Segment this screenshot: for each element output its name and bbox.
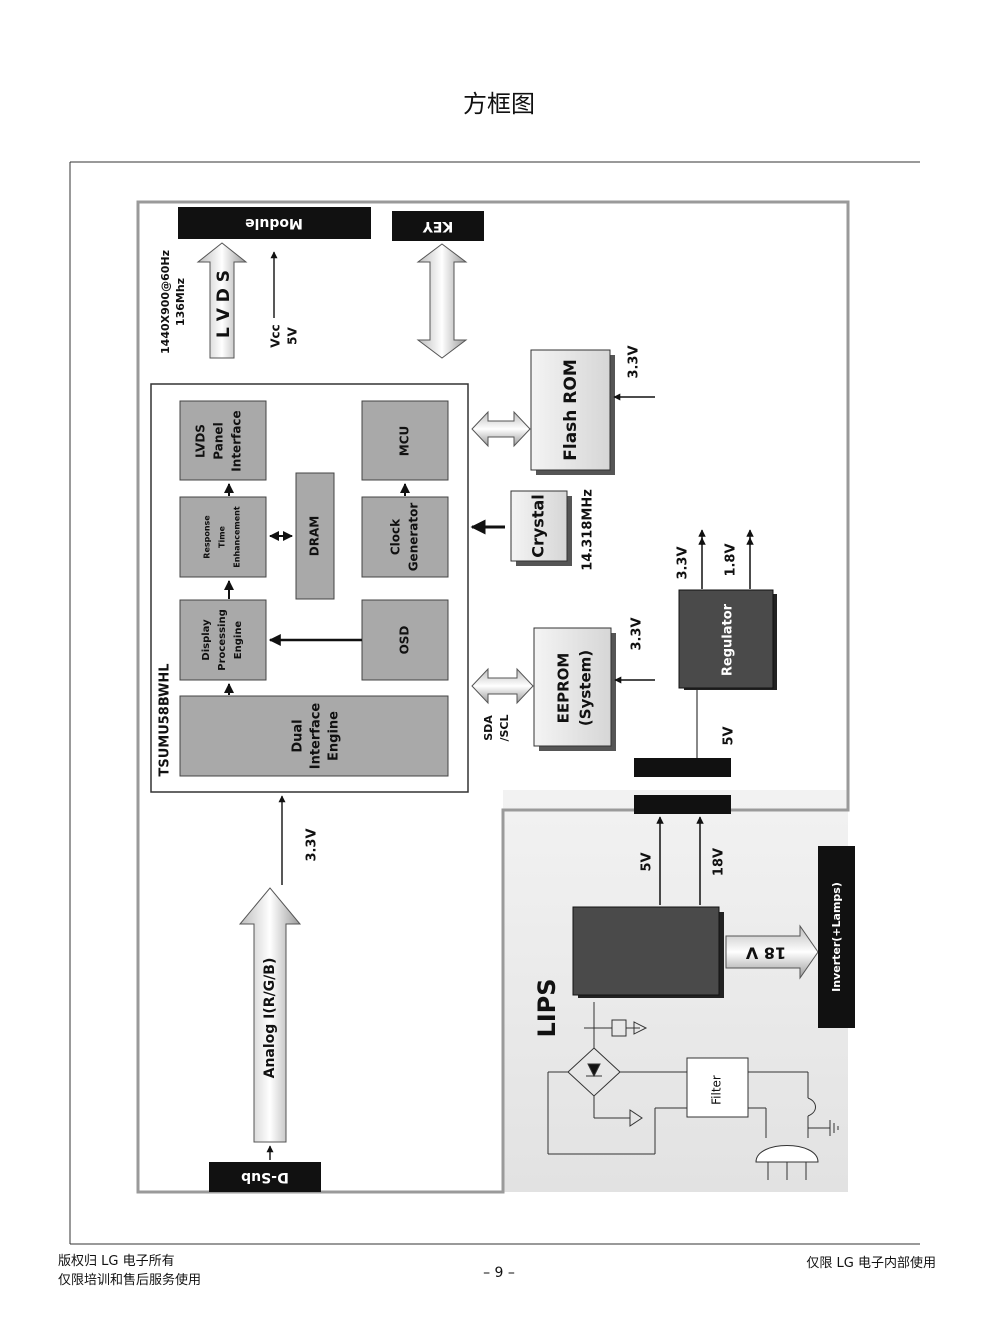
reg-out2-label: 1.8V	[724, 543, 739, 576]
flash-voltage-label: 3.3V	[627, 345, 642, 378]
block-rte-text-3: Enhancement	[233, 506, 242, 568]
block-osd	[361, 599, 449, 681]
block-dram-text: DRAM	[308, 516, 322, 556]
dsub-connector	[209, 1162, 321, 1192]
eeprom-voltage-label: 3.3V	[630, 617, 645, 650]
flash-bus-arrow	[471, 410, 531, 448]
eeprom-text-1: EEPROM	[555, 653, 573, 724]
block-die-text-1: Dual	[291, 719, 306, 752]
page-title: 方框图	[463, 90, 535, 118]
block-osd-text: OSD	[398, 626, 412, 655]
block-response-time	[179, 496, 267, 578]
footer-left: 版权归 LG 电子所有 仅限培训和售后服务使用	[58, 1252, 201, 1290]
power-connector-top	[634, 758, 731, 777]
inverter-power-arrow	[725, 924, 819, 980]
block-lvds-text-2: Panel	[212, 422, 226, 459]
block-rte-text-1: Response	[203, 515, 212, 559]
eeprom-text-2: (System)	[577, 650, 595, 726]
module-label: Module	[245, 215, 303, 231]
analog-input-arrow	[238, 887, 302, 1143]
lips-module-box	[572, 906, 720, 996]
reg-input-label: 5V	[722, 726, 737, 745]
inverter-text: Inverter(+Lamps)	[830, 882, 843, 992]
block-dpe-text-3: Engine	[233, 621, 244, 660]
key-connector	[392, 211, 484, 241]
freq-label: 136Mhz	[174, 278, 187, 326]
flash-rom-text: Flash ROM	[561, 359, 581, 461]
footer-copyright: 版权归 LG 电子所有	[58, 1254, 175, 1269]
crystal-text: Crystal	[529, 494, 548, 558]
module-connector	[178, 207, 371, 239]
vcc-5v-label: 5V	[286, 326, 300, 344]
key-bidirectional-arrow	[416, 243, 468, 359]
lvds-bus-label: L V D S	[214, 270, 234, 338]
block-lvds-text-1: LVDS	[194, 424, 208, 458]
page-number: – 9 –	[483, 1265, 515, 1281]
dsub-label: D-Sub	[241, 1169, 289, 1185]
block-die-text-2: Interface	[309, 703, 324, 770]
footer-internal-use: 仅限 LG 电子内部使用	[806, 1256, 936, 1271]
lips-label: LIPS	[533, 978, 561, 1037]
main-board-outline	[136, 200, 850, 1194]
flash-rom-box	[530, 349, 611, 471]
block-rte-text-2: Time	[218, 525, 227, 548]
block-dpe-text-2: Processing	[217, 609, 228, 670]
lips-18v-label: 18V	[712, 848, 727, 876]
crystal-box	[510, 490, 568, 562]
block-dpe-text-1: Display	[201, 619, 212, 661]
sda-label: SDA	[482, 715, 495, 741]
regulator-text: Regulator	[721, 603, 736, 676]
eeprom-bus-arrow	[471, 667, 534, 705]
reg-out1-label: 3.3V	[676, 546, 691, 579]
block-dual-interface	[179, 695, 449, 777]
resolution-label: 1440X900@60Hz	[159, 250, 172, 354]
block-die-text-3: Engine	[327, 711, 342, 761]
power-connector-bottom	[634, 795, 731, 814]
inverter-block	[818, 846, 855, 1028]
lvds-arrow	[196, 242, 248, 359]
key-label: KEY	[422, 218, 453, 234]
scl-label: /SCL	[498, 714, 511, 741]
filter-text: Filter	[710, 1075, 724, 1105]
block-mcu	[361, 400, 449, 481]
block-clock-text-1: Clock	[389, 518, 403, 555]
lips-5v-label: 5V	[640, 852, 655, 871]
analog-input-label: Analog I(R/G/B)	[262, 958, 278, 1079]
regulator-box	[678, 589, 774, 689]
chip-name-label: TSUMU58BWHL	[158, 663, 173, 776]
block-display-processing	[179, 599, 267, 681]
block-clock-generator	[361, 496, 449, 578]
footer-usage: 仅限培训和售后服务使用	[58, 1273, 202, 1288]
lips-schematic	[547, 1002, 839, 1180]
block-clock-text-2: Generator	[407, 503, 421, 572]
block-lvds-interface	[179, 400, 267, 481]
vcc-label: Vcc	[269, 324, 283, 348]
crystal-freq-label: 14.318MHz	[581, 489, 596, 571]
block-lvds-text-3: Interface	[230, 410, 244, 471]
eeprom-box	[533, 627, 612, 747]
block-dram	[295, 472, 335, 600]
block-mcu-text: MCU	[398, 426, 412, 457]
analog-voltage-label: 3.3V	[305, 828, 320, 861]
inverter-voltage-label: 18 V	[745, 944, 786, 963]
